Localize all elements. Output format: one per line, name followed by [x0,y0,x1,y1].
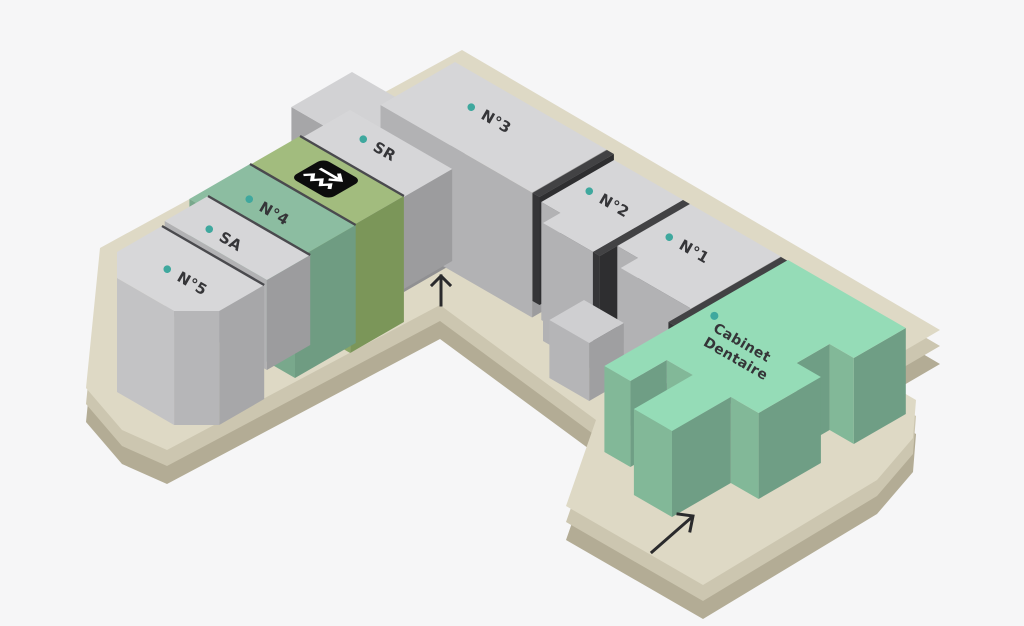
block-stairs-gap-shadow [299,134,405,198]
block-sa-gap-shadow [207,194,311,257]
block-sr-top [301,110,453,197]
block-sa-top [164,196,311,280]
block-n5-wall [117,278,175,425]
block-n4-gap-shadow [249,162,357,227]
block-n5-gap-shadow [161,224,265,287]
block-cabinet-dentaire-top [604,260,906,431]
block-n2-top [541,160,684,252]
label-dot [665,233,674,241]
label-dot [585,187,594,195]
separator-n3-n2-wall [532,193,540,305]
escalator-icon [294,160,358,198]
separator-n3-n2-top [532,150,614,197]
label-dot [467,103,476,111]
entrance-arrow-up [429,273,453,307]
label-dot [710,311,719,320]
block-sa-wall [266,255,311,370]
label-dot [359,135,368,143]
block-cabinet-dentaire-wall [829,344,854,444]
block-stairs-wall [350,196,404,353]
block-n5-wall [174,311,220,425]
block-sr-wall [403,169,453,289]
label-dot [245,195,254,203]
porch-n2-top [549,300,624,343]
block-cabinet-dentaire-wall [633,409,672,517]
block-cabinet-dentaire-wall [672,397,731,517]
block-n4-top [189,164,356,260]
entrance-arrow-diagonal [649,512,695,555]
porch-n2-wall [549,320,590,401]
block-cabinet-dentaire[interactable] [604,260,906,517]
label-dot [205,225,214,233]
block-cabinet-dentaire-wall [730,397,759,499]
block-cabinet-dentaire-wall [853,328,906,444]
block-n5-top [117,226,265,311]
block-n1-top [617,204,781,309]
block-cabinet-dentaire-wall [758,377,821,499]
block-cabinet-dentaire-wall [604,366,631,467]
block-n5-wall [219,285,265,425]
block-n3-top [380,62,607,193]
separator-n1-cabinet-top [668,257,788,326]
label-dot [163,265,172,273]
block-n5[interactable] [117,224,265,425]
separator-n2-n1-top [592,200,690,256]
